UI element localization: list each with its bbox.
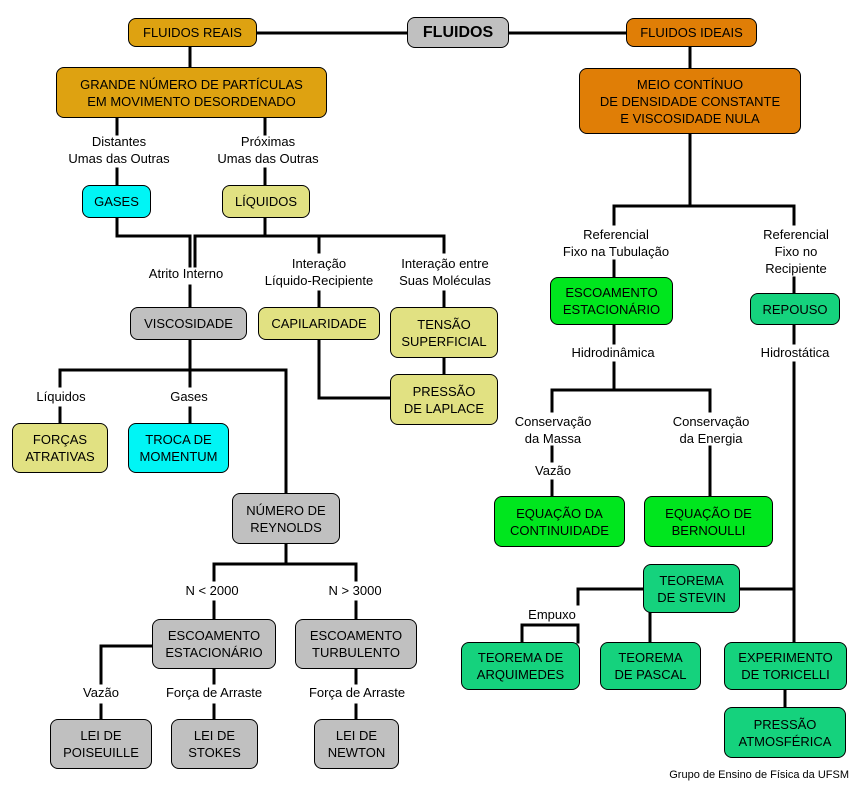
node-equacao-bernoulli: EQUAÇÃO DE BERNOULLI xyxy=(644,496,773,547)
node-equacao-continuidade: EQUAÇÃO DA CONTINUIDADE xyxy=(494,496,625,547)
credit-footer: Grupo de Ensino de Física da UFSM xyxy=(669,769,849,781)
node-numero-reynolds: NÚMERO DE REYNOLDS xyxy=(232,493,340,544)
label-atrito-interno: Atrito Interno xyxy=(148,266,224,281)
label-forca-arraste-stokes: Força de Arraste xyxy=(165,685,263,700)
node-viscosidade: VISCOSIDADE xyxy=(130,307,247,340)
node-teorema-arquimedes: TEOREMA DE ARQUIMEDES xyxy=(461,642,580,690)
node-escoamento-turbulento: ESCOAMENTO TURBULENTO xyxy=(295,619,417,669)
node-lei-poiseuille: LEI DE POISEUILLE xyxy=(50,719,152,769)
node-grande-numero-particulas: GRANDE NÚMERO DE PARTÍCULAS EM MOVIMENTO… xyxy=(56,67,327,118)
node-lei-newton: LEI DE NEWTON xyxy=(314,719,399,769)
label-forca-arraste-newton: Força de Arraste xyxy=(308,685,406,700)
node-pressao-laplace: PRESSÃO DE LAPLACE xyxy=(390,374,498,425)
node-lei-stokes: LEI DE STOKES xyxy=(171,719,258,769)
label-liquidos: Líquidos xyxy=(36,389,86,404)
node-troca-momentum: TROCA DE MOMENTUM xyxy=(128,423,229,473)
node-meio-continuo: MEIO CONTÍNUO DE DENSIDADE CONSTANTE E V… xyxy=(579,68,801,134)
node-pressao-atmosferica: PRESSÃO ATMOSFÉRICA xyxy=(724,707,846,758)
label-interacao-liquido-recipiente: Interação Líquido-Recipiente xyxy=(264,256,374,288)
label-hidrostatica: Hidrostática xyxy=(760,345,830,360)
node-fluidos-ideais: FLUIDOS IDEAIS xyxy=(626,18,757,47)
node-fluidos-reais: FLUIDOS REAIS xyxy=(128,18,257,47)
node-repouso: REPOUSO xyxy=(750,293,840,325)
label-conservacao-massa: Conservação da Massa xyxy=(514,414,592,446)
node-teorema-pascal: TEOREMA DE PASCAL xyxy=(600,642,701,690)
label-hidrodinamica: Hidrodinâmica xyxy=(571,345,655,360)
node-fluidos: FLUIDOS xyxy=(407,17,509,48)
label-vazao-ideal: Vazão xyxy=(535,463,571,478)
node-forcas-atrativas: FORÇAS ATRATIVAS xyxy=(12,423,108,473)
label-interacao-moleculas: Interação entre Suas Moléculas xyxy=(399,256,491,288)
label-proximas: Próximas Umas das Outras xyxy=(217,134,319,166)
label-n-menor-2000: N < 2000 xyxy=(185,583,239,598)
node-capilaridade: CAPILARIDADE xyxy=(258,307,380,340)
node-tensao-superficial: TENSÃO SUPERFICIAL xyxy=(390,307,498,358)
label-vazao-real: Vazão xyxy=(83,685,119,700)
node-experimento-toricelli: EXPERIMENTO DE TORICELLI xyxy=(724,642,847,690)
node-teorema-stevin: TEOREMA DE STEVIN xyxy=(643,564,740,613)
label-referencial-tubulacao: Referencial Fixo na Tubulação xyxy=(562,227,670,259)
node-gases: GASES xyxy=(82,185,151,218)
label-conservacao-energia: Conservação da Energia xyxy=(672,414,750,446)
label-gases: Gases xyxy=(170,389,208,404)
label-empuxo: Empuxo xyxy=(528,607,576,622)
label-n-maior-3000: N > 3000 xyxy=(328,583,382,598)
node-escoamento-estacionario-ideal: ESCOAMENTO ESTACIONÁRIO xyxy=(550,277,673,325)
node-escoamento-estacionario-real: ESCOAMENTO ESTACIONÁRIO xyxy=(152,619,276,669)
label-distantes: Distantes Umas das Outras xyxy=(68,134,170,166)
node-liquidos: LÍQUIDOS xyxy=(222,185,310,218)
label-referencial-recipiente: Referencial Fixo no Recipiente xyxy=(763,227,829,276)
